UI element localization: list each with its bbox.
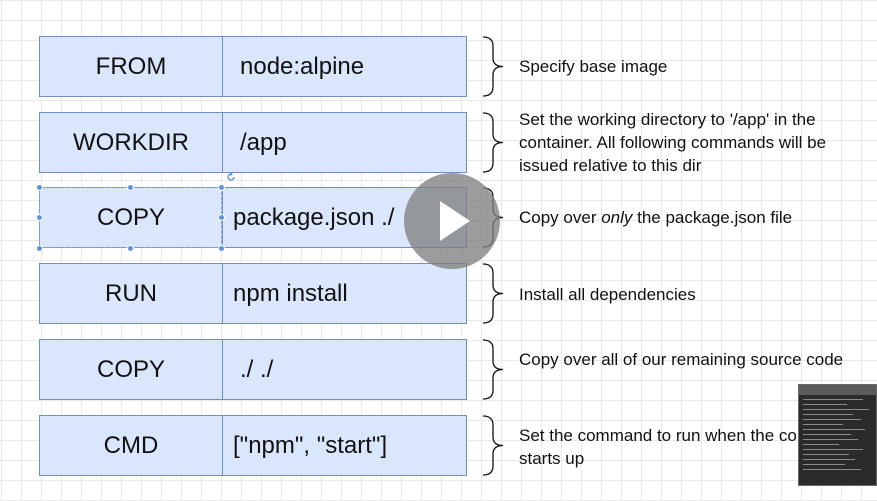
right-curly-brace-icon: [482, 36, 504, 97]
instruction-cell: RUN: [105, 279, 157, 307]
cell-divider: [222, 37, 223, 96]
webcam-thumbnail: [798, 384, 877, 486]
instruction-cell: COPY: [96, 355, 165, 383]
dockerfile-row-cmd[interactable]: CMD ["npm", "start"]: [39, 415, 467, 476]
right-curly-brace-icon: [482, 112, 504, 173]
note-text: the package.json file: [632, 208, 793, 227]
dockerfile-row-copy-package[interactable]: COPY package.json ./: [39, 187, 467, 248]
annotation-note: Specify base image: [519, 57, 668, 76]
argument-cell: ["npm", "start"]: [233, 431, 388, 459]
rotate-handle-icon[interactable]: [226, 172, 236, 182]
right-curly-brace-icon: [482, 339, 504, 400]
instruction-cell: WORKDIR: [73, 128, 189, 156]
play-button[interactable]: [404, 173, 500, 269]
instruction-cell: FROM: [95, 52, 167, 80]
annotation-note: Copy over only the package.json file: [519, 206, 869, 229]
note-emphasis: only: [601, 208, 633, 227]
argument-cell: package.json ./: [233, 203, 395, 231]
resize-handle[interactable]: [218, 245, 225, 252]
dockerfile-row-run[interactable]: RUN npm install: [39, 263, 467, 324]
selection-outline[interactable]: [39, 187, 222, 248]
dockerfile-row-from[interactable]: FROM node:alpine: [39, 36, 467, 97]
dockerfile-row-workdir[interactable]: WORKDIR /app: [39, 112, 467, 173]
annotation-note: Install all dependencies: [519, 285, 696, 304]
cell-divider: [222, 113, 223, 172]
resize-handle[interactable]: [218, 184, 225, 191]
argument-cell: ./ ./: [240, 355, 274, 383]
resize-handle[interactable]: [36, 214, 43, 221]
resize-handle[interactable]: [127, 245, 134, 252]
annotation-note: Set the command to run when the containe…: [519, 426, 849, 468]
resize-handle[interactable]: [36, 184, 43, 191]
annotation-note: Copy over all of our remaining source co…: [519, 350, 844, 369]
right-curly-brace-icon: [482, 263, 504, 324]
right-curly-brace-icon: [482, 415, 504, 476]
cell-divider: [222, 264, 223, 323]
argument-cell: /app: [240, 128, 287, 156]
argument-cell: node:alpine: [240, 52, 365, 80]
dockerfile-row-copy-source[interactable]: COPY ./ ./: [39, 339, 467, 400]
annotation-note: Set the working directory to '/app' in t…: [519, 110, 827, 175]
instruction-cell: CMD: [103, 431, 159, 459]
cell-divider: [222, 416, 223, 475]
resize-handle[interactable]: [36, 245, 43, 252]
argument-cell: npm install: [233, 279, 348, 307]
resize-handle[interactable]: [218, 214, 225, 221]
note-text: Copy over: [519, 208, 602, 227]
instruction-cell: COPY: [96, 203, 165, 231]
cell-divider: [222, 340, 223, 399]
play-icon: [440, 201, 470, 241]
resize-handle[interactable]: [127, 184, 134, 191]
